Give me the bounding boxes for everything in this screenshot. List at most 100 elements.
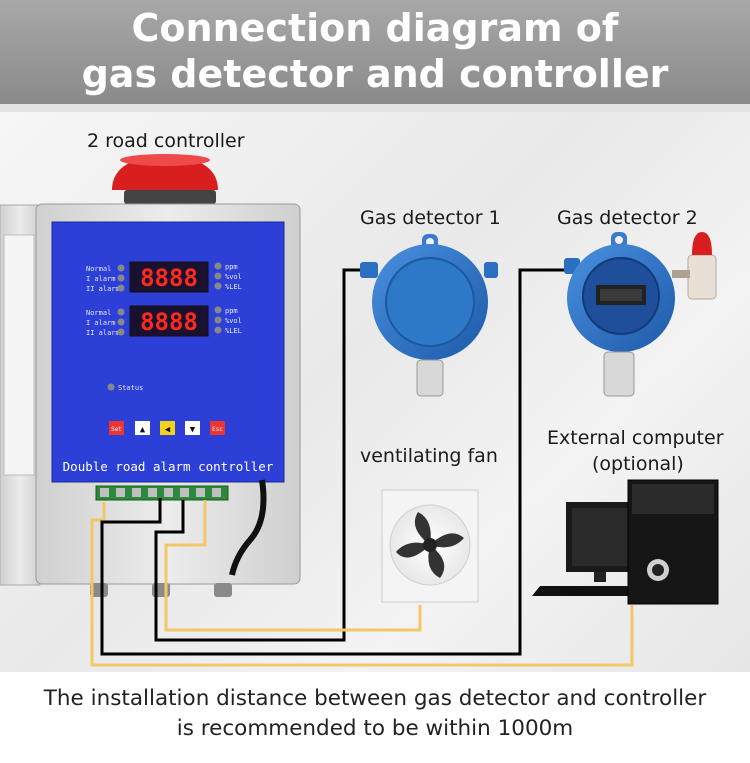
set-button-label: Set	[111, 426, 122, 433]
ventilating-fan	[381, 489, 479, 603]
detector2-hanger-hole	[615, 236, 623, 244]
ch2-row-normal: Normal	[86, 309, 111, 317]
ch1-led-vol	[214, 272, 222, 280]
fan-blade	[430, 533, 464, 548]
terminal-screw	[116, 488, 125, 497]
up-button[interactable]	[135, 421, 150, 435]
ch1-led-lel	[214, 282, 222, 290]
ch2-led-alarm2	[117, 328, 125, 336]
gas-detector-1	[360, 234, 498, 397]
beacon-highlight	[120, 154, 210, 166]
ch1-display-value: 8888	[140, 264, 198, 292]
header-divider	[0, 104, 750, 112]
panel-buttons: Set ▲ ◀ ▼ Esc	[109, 421, 225, 435]
detector1-port-right	[484, 262, 498, 278]
ch1-led-alarm1	[117, 274, 125, 282]
detector2-beacon-body	[687, 254, 717, 300]
footer-note: The installation distance between gas de…	[0, 672, 750, 763]
terminal-screw	[164, 488, 173, 497]
set-button[interactable]	[109, 421, 124, 435]
wire-detector-1	[154, 268, 366, 642]
diagram-area: Normal I alarm II alarm 8888 ppm %vol %L…	[0, 112, 750, 672]
terminal-screw	[100, 488, 109, 497]
ch2-led-vol	[214, 316, 222, 324]
title-line-1: Connection diagram of	[131, 6, 619, 50]
ch1-row-normal: Normal	[86, 265, 111, 273]
label-gas-detector-2: Gas detector 2	[557, 207, 698, 229]
header-banner: Connection diagram of gas detector and c…	[0, 0, 750, 104]
down-button[interactable]	[185, 421, 200, 435]
down-button-label: ▼	[190, 425, 196, 435]
terminal-screw	[148, 488, 157, 497]
terminal-strip	[95, 485, 229, 501]
ch2-row-alarm1: I alarm	[86, 319, 116, 327]
left-button[interactable]	[160, 421, 175, 435]
ch2-led-normal	[117, 308, 125, 316]
ch2-unit-ppm: ppm	[225, 307, 238, 315]
wire-detector-2	[100, 268, 566, 656]
title-line-2: gas detector and controller	[81, 52, 669, 96]
fan-blade	[414, 512, 431, 545]
wiring	[90, 268, 634, 667]
status-led	[107, 383, 115, 391]
detector2-beacon-arm	[672, 270, 690, 278]
esc-button-label: Esc	[212, 426, 223, 433]
detector1-port-left	[360, 262, 378, 278]
control-panel	[51, 221, 285, 483]
detector1-sensor	[416, 359, 444, 397]
ch1-row-alarm2: II alarm	[86, 285, 120, 293]
gas-detector-2	[564, 232, 717, 397]
nameplate: Double road alarm controller	[63, 459, 274, 474]
detector2-digits	[600, 289, 642, 301]
ch2-led-alarm1	[117, 318, 125, 326]
diagram-canvas: Normal I alarm II alarm 8888 ppm %vol %L…	[0, 154, 719, 667]
ch1-unit-vol: %vol	[225, 273, 242, 281]
footer-line-1: The installation distance between gas de…	[43, 686, 707, 711]
ch2-unit-vol: %vol	[225, 317, 242, 325]
door-label	[3, 234, 35, 476]
ch1-led-normal	[117, 264, 125, 272]
terminal-screws	[100, 488, 221, 497]
power-cable	[229, 479, 267, 576]
footer-line-2: is recommended to be within 1000m	[176, 716, 574, 741]
terminal-screw	[132, 488, 141, 497]
ch1-led-alarm2	[117, 284, 125, 292]
detector2-sensor	[603, 351, 635, 397]
detector2-beacon-light	[692, 232, 712, 255]
pc-power-button-inner	[652, 564, 664, 576]
beacon-base	[124, 190, 216, 204]
pc-drive-bay	[632, 484, 714, 514]
monitor-screen	[572, 508, 628, 566]
left-button-label: ◀	[165, 425, 171, 435]
label-ventilating-fan: ventilating fan	[360, 445, 498, 467]
detector1-hanger-hole	[426, 238, 434, 246]
wire-fan	[164, 500, 422, 632]
up-button-label: ▲	[140, 425, 146, 435]
channel-2: Normal I alarm II alarm 8888 ppm %vol %L…	[86, 305, 242, 337]
channel-1: Normal I alarm II alarm 8888 ppm %vol %L…	[86, 261, 242, 293]
terminal-screw	[180, 488, 189, 497]
wire-computer	[90, 502, 634, 667]
ch2-unit-lel: %LEL	[225, 327, 242, 335]
fan-blade	[428, 545, 445, 578]
keyboard	[532, 586, 642, 596]
ch1-unit-lel: %LEL	[225, 283, 242, 291]
fan-blade	[396, 542, 430, 558]
terminal-screw	[196, 488, 205, 497]
label-controller: 2 road controller	[87, 130, 245, 152]
ch1-led-ppm	[214, 262, 222, 270]
detector1-cover	[385, 257, 475, 347]
label-gas-detector-1: Gas detector 1	[360, 207, 501, 229]
fan-hub	[423, 538, 437, 552]
controller: Normal I alarm II alarm 8888 ppm %vol %L…	[0, 154, 301, 597]
status-label: Status	[118, 384, 143, 392]
ch1-unit-ppm: ppm	[225, 263, 238, 271]
external-computer	[532, 479, 719, 605]
esc-button[interactable]	[210, 421, 225, 435]
fan-blades	[396, 512, 464, 578]
ch1-display	[129, 261, 209, 293]
label-external-computer: External computer	[547, 427, 724, 449]
ch2-row-alarm2: II alarm	[86, 329, 120, 337]
ch1-row-alarm1: I alarm	[86, 275, 116, 283]
cable-gland	[214, 583, 232, 597]
